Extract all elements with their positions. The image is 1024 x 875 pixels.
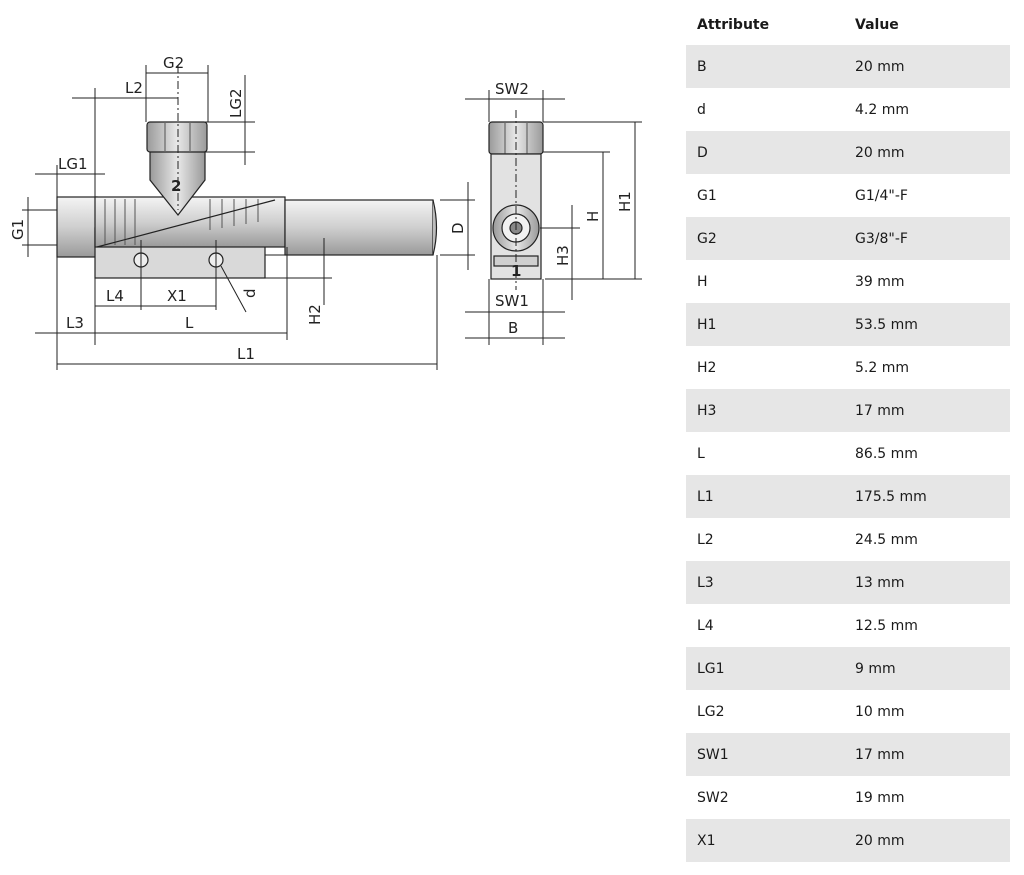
- side-view: [56, 121, 438, 279]
- cell-attribute: H3: [686, 389, 844, 432]
- cell-attribute: H1: [686, 303, 844, 346]
- cell-value: 12.5 mm: [844, 604, 1010, 647]
- body-diagonal: [96, 199, 276, 248]
- cell-attribute: B: [686, 45, 844, 88]
- front-dimensions: [465, 90, 642, 345]
- cell-attribute: L4: [686, 604, 844, 647]
- cell-value: 175.5 mm: [844, 475, 1010, 518]
- cell-value: 9 mm: [844, 647, 1010, 690]
- cell-value: 39 mm: [844, 260, 1010, 303]
- cell-attribute: L2: [686, 518, 844, 561]
- port-2-label: 2: [171, 177, 181, 195]
- cell-value: 5.2 mm: [844, 346, 1010, 389]
- cell-attribute: SW2: [686, 776, 844, 819]
- header-attribute: Attribute: [697, 16, 770, 33]
- cell-attribute: H2: [686, 346, 844, 389]
- cell-value: 53.5 mm: [844, 303, 1010, 346]
- dim-h3: H3: [554, 245, 572, 266]
- dim-sw1: SW1: [495, 292, 529, 310]
- cell-value: G3/8"-F: [844, 217, 1010, 260]
- dim-h: H: [584, 211, 602, 222]
- dim-lg2: LG2: [227, 88, 245, 118]
- g2-nut: [146, 121, 208, 153]
- cell-value: 13 mm: [844, 561, 1010, 604]
- cell-attribute: LG2: [686, 690, 844, 733]
- dim-sw2: SW2: [495, 80, 529, 98]
- cell-attribute: L1: [686, 475, 844, 518]
- cell-attribute: G1: [686, 174, 844, 217]
- cell-attribute: H: [686, 260, 844, 303]
- cell-attribute: L: [686, 432, 844, 475]
- dim-l: L: [185, 314, 194, 332]
- dim-b: B: [508, 319, 518, 337]
- cell-value: 86.5 mm: [844, 432, 1010, 475]
- silencer-tube: [284, 199, 434, 256]
- dim-d-small: d: [241, 288, 259, 298]
- g1-fitting: [56, 196, 98, 258]
- cell-attribute: D: [686, 131, 844, 174]
- cell-attribute: L3: [686, 561, 844, 604]
- cell-value: 17 mm: [844, 389, 1010, 432]
- technical-drawing: 2: [0, 0, 660, 400]
- cell-value: G1/4"-F: [844, 174, 1010, 217]
- cell-value: 20 mm: [844, 45, 1010, 88]
- side-dimensions: [22, 65, 475, 370]
- dim-l3: L3: [66, 314, 84, 332]
- dim-l2: L2: [125, 79, 143, 97]
- cell-attribute: G2: [686, 217, 844, 260]
- cell-value: 20 mm: [844, 819, 1010, 862]
- cell-value: 24.5 mm: [844, 518, 1010, 561]
- dim-g2: G2: [163, 54, 184, 72]
- dim-g1: G1: [9, 219, 27, 240]
- cell-attribute: X1: [686, 819, 844, 862]
- dim-lg1: LG1: [58, 155, 88, 173]
- dim-l4: L4: [106, 287, 124, 305]
- drawing-svg: 2: [9, 54, 642, 370]
- cell-value: 19 mm: [844, 776, 1010, 819]
- header-value: Value: [855, 16, 899, 33]
- cell-value: 17 mm: [844, 733, 1010, 776]
- dim-h1: H1: [616, 191, 634, 212]
- cell-value: 20 mm: [844, 131, 1010, 174]
- table-header: Attribute Value: [686, 4, 1010, 45]
- cell-value: 10 mm: [844, 690, 1010, 733]
- table-header-row: Attribute Value: [686, 4, 1010, 45]
- cell-attribute: LG1: [686, 647, 844, 690]
- dim-d-big: D: [449, 222, 467, 234]
- silencer-end: [432, 199, 438, 256]
- dim-l1: L1: [237, 345, 255, 363]
- cell-attribute: d: [686, 88, 844, 131]
- dim-h2: H2: [306, 304, 324, 325]
- cell-attribute: SW1: [686, 733, 844, 776]
- dim-x1: X1: [167, 287, 187, 305]
- cell-value: 4.2 mm: [844, 88, 1010, 131]
